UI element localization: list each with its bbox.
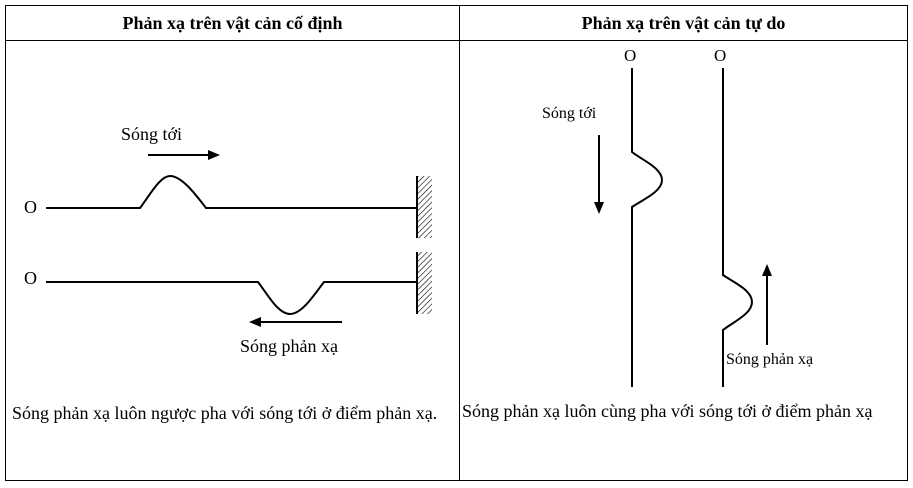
incident-pulse-string (46, 174, 417, 209)
reflected-arrow-head (249, 317, 261, 327)
header-free-obstacle: Phản xạ trên vật cản tự do (581, 13, 786, 33)
header-fixed-obstacle: Phản xạ trên vật cản cố định (122, 13, 343, 33)
comparison-table: Phản xạ trên vật cản cố định Phản xạ trê… (5, 5, 908, 481)
origin-label-bottom: O (24, 268, 37, 288)
fixed-wall-bottom-hatching (418, 252, 432, 314)
description-fixed-obstacle: Sóng phản xạ luôn ngược pha với sóng tới… (12, 403, 438, 423)
incident-wave-label-left: Sóng tới (121, 124, 182, 144)
reflected-wave-label-right: Sóng phản xạ (726, 351, 813, 368)
origin-label-top: O (24, 197, 37, 217)
reflected-up-arrow-head (762, 264, 772, 276)
incident-arrow-head (208, 150, 220, 160)
fixed-wall-top-hatching (418, 176, 432, 238)
incident-vertical-string (631, 68, 664, 387)
reflected-vertical-string (722, 68, 754, 387)
header-divider (6, 40, 907, 41)
origin-label-right-1: O (624, 46, 636, 65)
incident-down-arrow-head (594, 202, 604, 214)
reflected-pulse-string (46, 281, 417, 316)
reflected-wave-label-left: Sóng phản xạ (240, 336, 338, 356)
origin-label-right-2: O (714, 46, 726, 65)
incident-wave-label-right: Sóng tới (542, 105, 597, 122)
description-free-obstacle: Sóng phản xạ luôn cùng pha với sóng tới … (462, 401, 873, 421)
column-divider (459, 6, 460, 480)
